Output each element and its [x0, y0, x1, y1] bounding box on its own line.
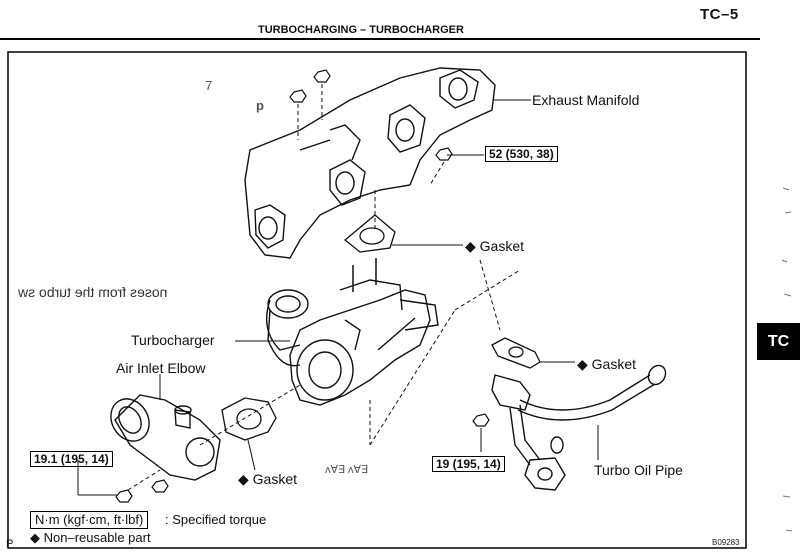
torque-elbow: 19.1 (195, 14)	[30, 451, 113, 467]
legend-torque-text: : Specified torque	[165, 512, 267, 527]
turbo-oil-pipe-drawing	[491, 364, 667, 491]
lower-gasket-drawing	[221, 397, 277, 441]
label-air-inlet-elbow: Air Inlet Elbow	[116, 360, 206, 376]
margin-marker: P	[6, 538, 14, 550]
label-gasket-oil: ◆ Gasket	[577, 356, 637, 372]
legend-torque-box: N·m (kgf·cm, ft·lbf)	[30, 511, 149, 529]
bleed-p: p	[256, 98, 264, 113]
upper-gasket-drawing	[343, 214, 396, 253]
label-gasket-lower: ◆ Gasket	[238, 471, 298, 487]
exhaust-manifold-drawing	[244, 67, 496, 259]
figure-frame	[7, 51, 747, 549]
section-header: TURBOCHARGING – TURBOCHARGER	[258, 24, 464, 36]
label-turbo-oil-pipe: Turbo Oil Pipe	[594, 462, 683, 478]
bleed-bottom: ᴧ∀∃ ᴧ∀∃	[325, 464, 369, 476]
label-turbocharger: Turbocharger	[131, 332, 215, 348]
section-tab: TC	[757, 323, 800, 360]
header-rule	[0, 38, 760, 40]
page-number: TC–5	[700, 6, 739, 23]
oil-gasket-drawing	[491, 337, 541, 369]
bleed-digit: 7	[205, 78, 213, 93]
legend-nonreusable: ◆ Non–reusable part	[30, 530, 151, 545]
turbocharger-drawing	[266, 279, 439, 406]
torque-manifold: 52 (530, 38)	[485, 146, 558, 162]
manifold-nuts	[289, 69, 453, 161]
torque-oil-pipe: 19 (195, 14)	[432, 456, 505, 472]
label-gasket-upper: ◆ Gasket	[465, 238, 525, 254]
air-inlet-elbow-drawing	[110, 394, 221, 481]
bleed-through-text: noses from the turbo sw	[18, 284, 168, 300]
label-exhaust-manifold: Exhaust Manifold	[532, 92, 640, 108]
figure-code: B09283	[712, 538, 740, 547]
